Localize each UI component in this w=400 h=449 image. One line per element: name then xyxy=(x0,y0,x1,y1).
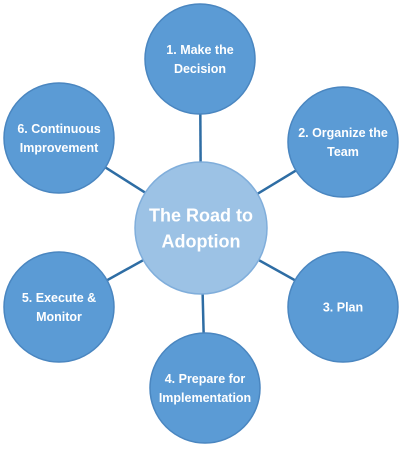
node-label-prepare-implementation-line-2: Implementation xyxy=(159,391,251,405)
node-label-continuous-improvement-line-1: 6. Continuous xyxy=(17,122,100,136)
node-label-execute-monitor-line-2: Monitor xyxy=(36,310,82,324)
node-circle-organize-team xyxy=(287,86,399,198)
node-circle-continuous-improvement xyxy=(3,82,115,194)
center-label-line-1: The Road to xyxy=(149,205,253,225)
node-label-organize-team-line-1: 2. Organize the xyxy=(298,126,388,140)
node-circle-prepare-implementation xyxy=(149,332,261,444)
node-label-execute-monitor-line-1: 5. Execute & xyxy=(22,291,96,305)
node-label-continuous-improvement-line-2: Improvement xyxy=(20,141,99,155)
node-label-prepare-implementation-line-1: 4. Prepare for xyxy=(165,372,246,386)
node-label-make-decision-line-2: Decision xyxy=(174,62,226,76)
center-node-group: The Road to Adoption xyxy=(134,161,268,295)
center-label-line-2: Adoption xyxy=(162,231,241,251)
node-circle-plan xyxy=(287,251,399,363)
node-label-organize-team-line-2: Team xyxy=(327,145,359,159)
node-circle-make-decision xyxy=(144,3,256,115)
node-label-make-decision-line-1: 1. Make the xyxy=(166,43,233,57)
node-label-plan-line-1: 3. Plan xyxy=(323,300,363,314)
node-circle-execute-monitor xyxy=(3,251,115,363)
node-execute-monitor: 5. Execute & Monitor xyxy=(3,251,115,363)
node-plan: 3. Plan xyxy=(287,251,399,363)
center-circle xyxy=(134,161,268,295)
